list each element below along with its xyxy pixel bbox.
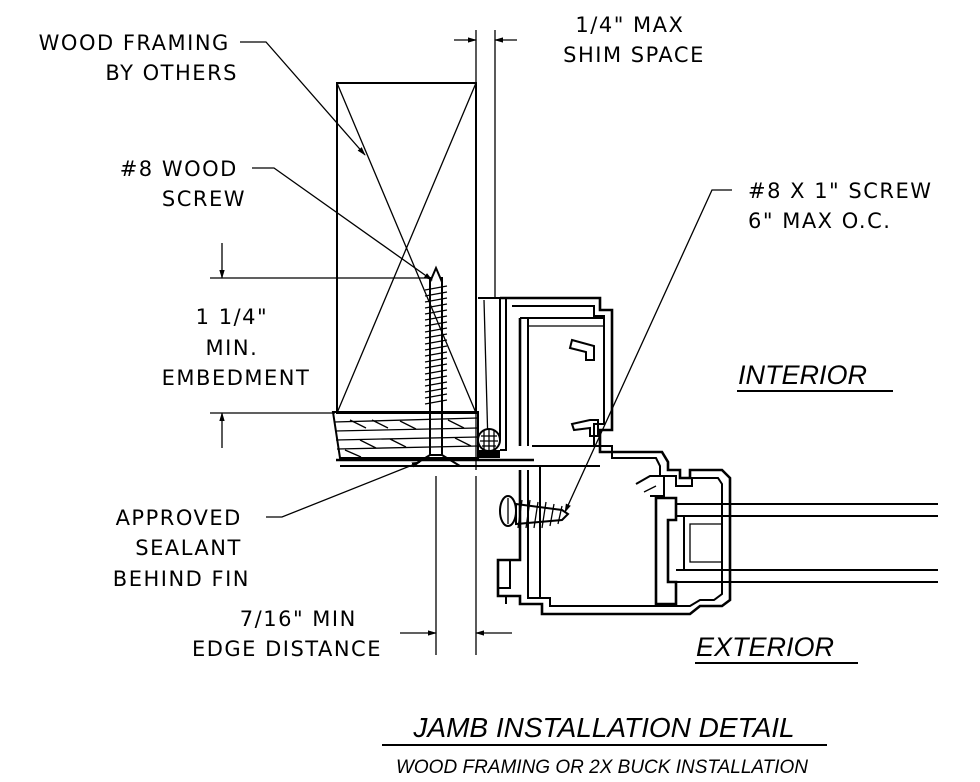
title-main: JAMB INSTALLATION DETAIL xyxy=(412,712,794,743)
wood-screw xyxy=(408,265,464,467)
shim-space xyxy=(475,30,501,470)
wood-screw-label: #8 WOOD SCREW xyxy=(120,157,246,211)
edge-distance-label: 7/16" MIN EDGE DISTANCE xyxy=(192,607,382,661)
sealant-label: APPROVED SEALANT BEHIND FIN xyxy=(113,506,250,591)
leader-lines xyxy=(240,41,732,518)
interior-label: INTERIOR xyxy=(738,360,867,390)
window-frame xyxy=(336,296,938,616)
shim-space-label: 1/4" MAX SHIM SPACE xyxy=(563,13,705,67)
wood-framing-member xyxy=(336,82,477,414)
title-sub: WOOD FRAMING OR 2X BUCK INSTALLATION xyxy=(396,757,808,778)
exterior-label: EXTERIOR xyxy=(696,632,834,662)
edge-distance-dimension xyxy=(400,476,512,655)
embedment-dimension xyxy=(210,243,430,448)
frame-screw xyxy=(499,495,570,529)
wood-framing-label: WOOD FRAMING BY OTHERS xyxy=(39,31,238,85)
sealant-bead xyxy=(477,428,501,458)
frame-screw-label: #8 X 1" SCREW 6" MAX O.C. xyxy=(748,179,941,233)
embedment-label: 1 1/4" MIN. EMBEDMENT xyxy=(162,305,311,390)
buck-boards xyxy=(331,411,479,459)
